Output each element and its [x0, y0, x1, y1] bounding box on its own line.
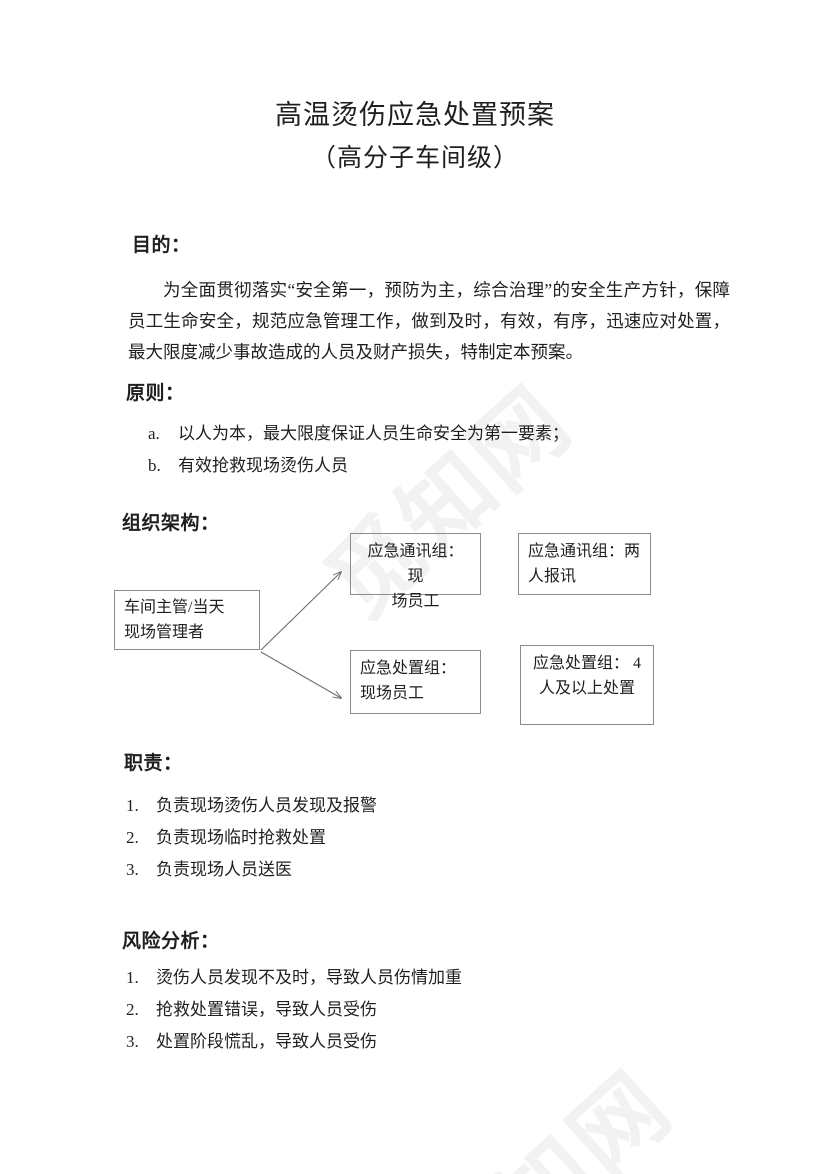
org-node-label: 应急处置组： 4 人及以上处置	[532, 655, 641, 697]
list-marker: a.	[148, 424, 160, 443]
list-marker: 1.	[126, 796, 139, 815]
list-marker: 3.	[126, 860, 139, 879]
section-heading-organization: 组织架构：	[122, 513, 220, 534]
arrow-to-communication-group	[260, 572, 341, 651]
list-marker: b.	[148, 456, 161, 475]
org-node-action-group: 应急处置组： 现场员工	[350, 650, 481, 714]
list-marker: 3.	[126, 1032, 139, 1051]
org-node-label: 车间主管/当天 现场管理者	[124, 599, 225, 641]
org-node-label: 应急处置组： 现场员工	[360, 660, 457, 702]
document-title: 高温烫伤应急处置预案	[275, 100, 555, 130]
org-node-label: 应急通讯组：现 场员工	[367, 543, 464, 610]
list-marker: 2.	[126, 828, 139, 847]
org-node-source: 车间主管/当天 现场管理者	[114, 590, 260, 650]
org-node-communication-group: 应急通讯组：现 场员工	[350, 533, 481, 610]
list-item: 3. 处置阶段慌乱，导致人员受伤	[126, 1026, 462, 1058]
org-node-communication-detail: 应急通讯组：两 人报讯	[518, 533, 651, 595]
list-text: 以人为本，最大限度保证人员生命安全为第一要素；	[178, 424, 569, 443]
list-item: 2. 负责现场临时抢救处置	[126, 822, 377, 854]
section-heading-risk-analysis: 风险分析：	[122, 931, 220, 952]
watermark-top: 觅知网	[308, 368, 591, 638]
list-text: 抢救处置错误，导致人员受伤	[156, 1000, 377, 1019]
document-subtitle: （高分子车间级）	[310, 145, 519, 172]
title-block: 高温烫伤应急处置预案 （高分子车间级）	[0, 96, 830, 178]
list-marker: 1.	[126, 968, 139, 987]
purpose-paragraph: 为全面贯彻落实“安全第一，预防为主，综合治理”的安全生产方针，保障员工生命安全，…	[128, 280, 730, 362]
list-item: 2. 抢救处置错误，导致人员受伤	[126, 994, 462, 1026]
principles-list: a. 以人为本，最大限度保证人员生命安全为第一要素； b. 有效抢救现场烫伤人员	[148, 418, 569, 482]
list-item: a. 以人为本，最大限度保证人员生命安全为第一要素；	[148, 418, 569, 450]
section-heading-purpose: 目的：	[132, 235, 191, 256]
list-text: 负责现场人员送医	[156, 860, 292, 879]
duties-list: 1. 负责现场烫伤人员发现及报警 2. 负责现场临时抢救处置 3. 负责现场人员送医	[126, 790, 377, 886]
list-text: 负责现场烫伤人员发现及报警	[156, 796, 377, 815]
list-item: b. 有效抢救现场烫伤人员	[148, 450, 569, 482]
list-marker: 2.	[126, 1000, 139, 1019]
section-heading-principles: 原则：	[126, 383, 185, 404]
arrow-to-action-group	[260, 651, 341, 698]
list-item: 1. 负责现场烫伤人员发现及报警	[126, 790, 377, 822]
list-text: 负责现场临时抢救处置	[156, 828, 326, 847]
list-item: 1. 烫伤人员发现不及时，导致人员伤情加重	[126, 962, 462, 994]
section-heading-duties: 职责：	[124, 753, 183, 774]
list-text: 烫伤人员发现不及时，导致人员伤情加重	[156, 968, 462, 987]
list-text: 处置阶段慌乱，导致人员受伤	[156, 1032, 377, 1051]
risk-analysis-list: 1. 烫伤人员发现不及时，导致人员伤情加重 2. 抢救处置错误，导致人员受伤 3. 处…	[126, 962, 462, 1058]
org-node-action-detail: 应急处置组： 4 人及以上处置	[520, 645, 654, 725]
list-text: 有效抢救现场烫伤人员	[178, 456, 348, 475]
list-item: 3. 负责现场人员送医	[126, 854, 377, 886]
org-node-label: 应急通讯组：两 人报讯	[528, 543, 641, 585]
